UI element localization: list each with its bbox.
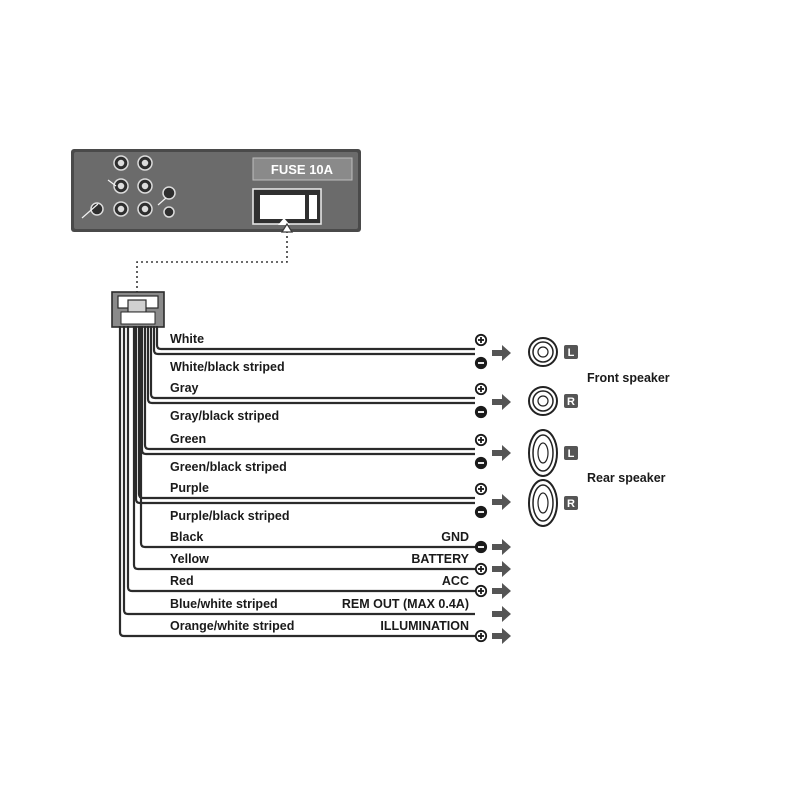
minus-icon (474, 540, 488, 554)
arrow-icon (492, 561, 511, 577)
wire-color-label: Purple/black striped (170, 509, 289, 523)
svg-text:L: L (568, 347, 575, 359)
wire-4 (146, 326, 475, 405)
plus-icon (474, 629, 488, 643)
power-wire-2 (132, 326, 475, 571)
plus-icon (474, 382, 488, 396)
arrow-icon (492, 345, 511, 361)
minus-icon (474, 356, 488, 370)
arrow-icon (492, 583, 511, 599)
wire-color-label: White/black striped (170, 360, 285, 374)
connection-arrow-icon (280, 222, 294, 233)
badge-front-left: L (564, 345, 578, 359)
plus-icon (474, 433, 488, 447)
wire-3 (149, 326, 475, 400)
badge-front-right: R (564, 394, 578, 408)
wire-5 (143, 326, 475, 451)
wire-harness (118, 326, 475, 638)
power-wire-4 (122, 326, 475, 616)
front-speaker-label: Front speaker (587, 371, 670, 385)
power-wire-function-label: ILLUMINATION (380, 619, 469, 633)
plus-icon (474, 333, 488, 347)
plus-icon (474, 482, 488, 496)
power-wire-1 (139, 326, 475, 549)
power-wire-color-label: Yellow (170, 552, 209, 566)
wire-color-label: Green/black striped (170, 460, 287, 474)
rca-jacks (90, 155, 176, 218)
wire-2 (152, 326, 475, 356)
rear-speaker-label: Rear speaker (587, 471, 666, 485)
power-wire-3 (126, 326, 475, 593)
wire-color-label: Purple (170, 481, 209, 495)
minus-icon (474, 505, 488, 519)
wire-color-label: White (170, 332, 204, 346)
minus-icon (474, 456, 488, 470)
badge-rear-right: R (564, 496, 578, 510)
power-wire-color-label: Red (170, 574, 194, 588)
arrow-icon (492, 628, 511, 644)
power-wire-color-label: Black (170, 530, 203, 544)
plus-icon (474, 562, 488, 576)
badge-rear-left: L (564, 446, 578, 460)
arrow-icon (492, 394, 511, 410)
rear-left-speaker (528, 429, 558, 477)
wire-color-label: Gray (170, 381, 199, 395)
harness-connector-plug[interactable] (111, 291, 165, 328)
svg-text:R: R (567, 396, 575, 408)
power-wire-function-label: BATTERY (411, 552, 469, 566)
svg-text:L: L (568, 448, 575, 460)
wire-1 (155, 326, 475, 351)
arrow-icon (492, 494, 511, 510)
minus-icon (474, 405, 488, 419)
head-unit-rear-panel: FUSE 10A (71, 149, 361, 232)
power-wire-function-label: ACC (442, 574, 469, 588)
fuse-label: FUSE 10A (271, 162, 334, 177)
rear-right-speaker (528, 479, 558, 527)
wire-color-label: Gray/black striped (170, 409, 279, 423)
connection-dotted-line (136, 226, 288, 292)
power-connector-socket[interactable] (252, 188, 322, 225)
fuse-label-box: FUSE 10A (252, 157, 353, 181)
power-wire-5 (118, 326, 475, 638)
power-wire-color-label: Blue/white striped (170, 597, 278, 611)
power-wire-function-label: GND (441, 530, 469, 544)
plus-icon (474, 584, 488, 598)
arrow-icon (492, 606, 511, 622)
front-left-speaker (528, 337, 558, 367)
front-right-speaker (528, 386, 558, 416)
power-wire-function-label: REM OUT (MAX 0.4A) (342, 597, 469, 611)
power-wire-color-label: Orange/white striped (170, 619, 294, 633)
arrow-icon (492, 539, 511, 555)
arrow-icon (492, 445, 511, 461)
wire-color-label: Green (170, 432, 206, 446)
svg-text:R: R (567, 498, 575, 510)
